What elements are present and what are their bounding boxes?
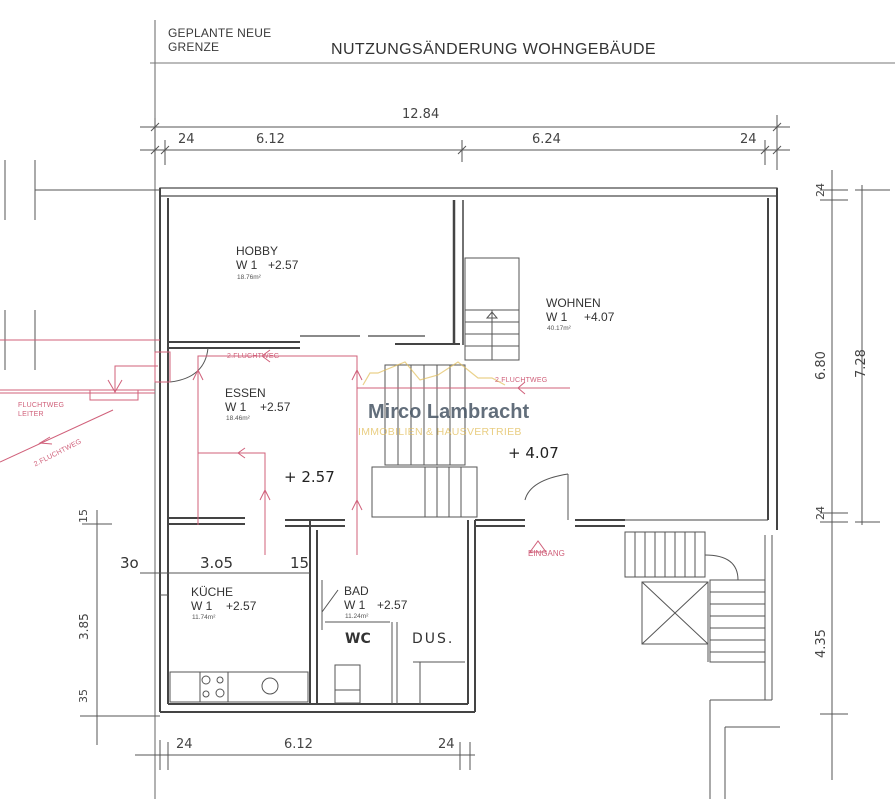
dim-right-inner-top: 24 (814, 183, 827, 197)
dim-right-inner-bottom: 24 (814, 506, 827, 520)
escape-route-label-essen: 2.FLUCHTWEG (227, 353, 280, 360)
level-marker-essen: + 2.57 (284, 468, 335, 486)
room-unit: W 1 (225, 400, 247, 414)
room-unit: W 1 (344, 598, 366, 612)
room-area: 18.46m² (226, 415, 250, 422)
boundary-note-line1: GEPLANTE NEUE (168, 26, 272, 40)
level-marker-wohnen: + 4.07 (508, 444, 559, 462)
room-unit: W 1 (236, 258, 258, 272)
room-level: +2.57 (226, 599, 257, 613)
dim-bottom-seg-2: 6.12 (284, 737, 313, 752)
dim-bottom-seg-3: 24 (438, 737, 455, 752)
dim-top-total: 12.84 (402, 107, 440, 122)
watermark-subtitle: IMMOBILIEN & HAUSVERTRIEB (358, 426, 522, 438)
room-name: WOHNEN (546, 296, 601, 310)
room-area: 18.76m² (237, 274, 261, 281)
dim-hand-30: 3o (120, 554, 139, 572)
room-unit: W 1 (546, 310, 568, 324)
room-level: +2.57 (377, 598, 408, 612)
dim-left-385: 3.85 (77, 613, 91, 640)
escape-ladder-label-2: LEITER (18, 411, 44, 418)
dim-right-lower: 4.35 (814, 629, 829, 658)
wc-label: WC (345, 631, 371, 647)
dim-bottom-seg-1: 24 (176, 737, 193, 752)
room-name: KÜCHE (191, 585, 234, 599)
dim-top-seg-2: 6.12 (256, 132, 285, 147)
dim-hand-15: 15 (290, 554, 310, 572)
room-name: HOBBY (236, 244, 279, 258)
room-area: 40.17m² (547, 325, 571, 332)
dim-right-outer: 7.28 (854, 349, 869, 378)
dim-left-35: 35 (77, 689, 90, 703)
room-name: ESSEN (225, 386, 266, 400)
plan-title: NUTZUNGSÄNDERUNG WOHNGEBÄUDE (331, 41, 656, 58)
room-area: 11.24m² (345, 613, 369, 620)
room-level: +2.57 (268, 258, 299, 272)
entrance-label: EINGANG (528, 549, 565, 558)
watermark-name: Mirco Lambracht (368, 401, 530, 423)
dim-left-15: 15 (77, 509, 90, 523)
dim-top-seg-1: 24 (178, 132, 195, 147)
shower-label: DUS. (412, 631, 455, 647)
boundary-note-line2: GRENZE (168, 40, 220, 54)
room-level: +4.07 (584, 310, 615, 324)
room-unit: W 1 (191, 599, 213, 613)
dim-hand-305: 3.o5 (200, 554, 234, 572)
dim-right-inner-mid: 6.80 (814, 351, 829, 380)
room-name: BAD (344, 584, 369, 598)
room-level: +2.57 (260, 400, 291, 414)
dim-top-seg-4: 24 (740, 132, 757, 147)
dim-top-seg-3: 6.24 (532, 132, 561, 147)
escape-ladder-label-1: FLUCHTWEG (18, 402, 65, 409)
room-area: 11.74m² (192, 614, 216, 621)
escape-route-label-stair: 2.FLUCHTWEG (495, 377, 548, 384)
